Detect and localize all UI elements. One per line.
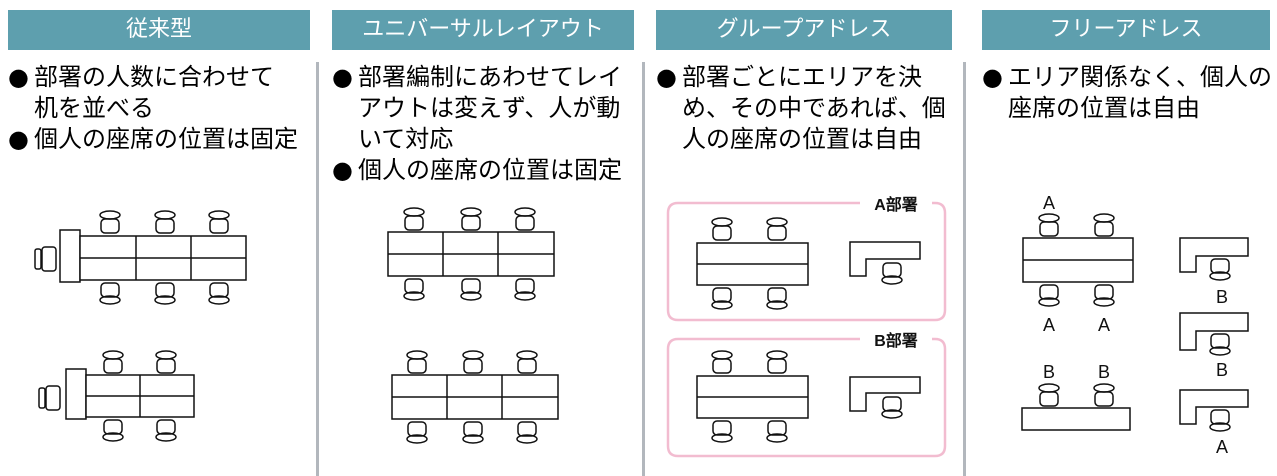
- bullet-item: 部署ごとにエリアを決め、その中であれば、個人の座席の位置は自由: [656, 62, 952, 155]
- chair-icon: [1209, 409, 1231, 432]
- header-free-address: フリーアドレス: [982, 10, 1270, 50]
- seat-label: B: [1098, 362, 1110, 382]
- chair-icon: [711, 350, 733, 374]
- chair-icon: [766, 420, 788, 443]
- header-traditional: 従来型: [8, 10, 310, 50]
- chair-icon: [711, 420, 733, 443]
- traditional-layout-1: [34, 210, 247, 305]
- chair-icon: [711, 217, 733, 241]
- chair-icon: [514, 278, 536, 301]
- header-group-address: グループアドレス: [656, 10, 952, 50]
- bullets-free-address: エリア関係なく、個人の座席の位置は自由: [982, 62, 1274, 124]
- seat-label: B: [1216, 287, 1228, 307]
- chair-icon: [406, 350, 428, 374]
- chair-icon: [881, 396, 903, 419]
- chair-icon: [99, 282, 121, 305]
- chair-icon: [208, 210, 230, 234]
- seat-label: A: [1216, 437, 1228, 457]
- bullets-universal-layout: 部署編制にあわせてレイアウトは変えず、人が動いて対応 個人の座席の位置は固定: [332, 62, 632, 186]
- chair-icon: [403, 207, 425, 231]
- chair-icon: [155, 350, 177, 374]
- group-label-b: B部署: [874, 331, 918, 350]
- chair-icon: [1209, 333, 1231, 356]
- header-universal-layout: ユニバーサルレイアウト: [332, 10, 634, 50]
- chair-icon: [1038, 383, 1060, 407]
- bullet-item: エリア関係なく、個人の座席の位置は自由: [982, 62, 1277, 124]
- group-area-b: B部署: [666, 331, 947, 458]
- group-area-a: A部署: [666, 195, 947, 322]
- chair-icon: [154, 210, 176, 234]
- chair-icon: [462, 350, 484, 374]
- bullets-group-address: 部署ごとにエリアを決め、その中であれば、個人の座席の位置は自由: [656, 62, 956, 155]
- chair-icon: [516, 421, 538, 444]
- bullet-item: 個人の座席の位置は固定: [8, 124, 308, 155]
- chair-icon: [766, 287, 788, 310]
- bullet-item: 個人の座席の位置は固定: [332, 155, 632, 186]
- free-address-layout: A B A A B B B A: [1021, 193, 1249, 457]
- chair-icon: [99, 210, 121, 234]
- chair-icon: [1209, 258, 1231, 281]
- seat-label: A: [1043, 315, 1055, 335]
- chair-icon: [1038, 213, 1060, 237]
- chair-icon: [208, 282, 230, 305]
- universal-layout-2: [391, 350, 559, 444]
- chair-icon: [154, 282, 176, 305]
- chair-icon: [514, 207, 536, 231]
- chair-icon: [1093, 213, 1115, 237]
- chair-icon: [1093, 383, 1115, 407]
- traditional-layout-2: [38, 350, 195, 442]
- bullet-item: 部署の人数に合わせて机を並べる: [8, 62, 284, 124]
- column-divider: [642, 62, 645, 476]
- universal-layout-1: [387, 207, 555, 301]
- chair-icon: [766, 217, 788, 241]
- chair-icon: [462, 421, 484, 444]
- group-label-a: A部署: [874, 195, 918, 214]
- chair-icon: [516, 350, 538, 374]
- bullet-item: 部署編制にあわせてレイアウトは変えず、人が動いて対応: [332, 62, 628, 155]
- chair-icon: [881, 262, 903, 285]
- chair-icon: [1038, 284, 1060, 307]
- seat-label: A: [1043, 193, 1055, 213]
- bullets-traditional: 部署の人数に合わせて机を並べる 個人の座席の位置は固定: [8, 62, 308, 155]
- seat-label: B: [1043, 362, 1055, 382]
- seat-label: A: [1098, 315, 1110, 335]
- chair-icon: [1093, 284, 1115, 307]
- chair-icon: [766, 350, 788, 374]
- seat-label: B: [1216, 360, 1228, 380]
- chair-icon: [102, 419, 124, 442]
- chair-icon: [460, 278, 482, 301]
- chair-icon: [460, 207, 482, 231]
- chair-icon: [403, 278, 425, 301]
- column-divider: [316, 62, 319, 476]
- chair-icon: [406, 421, 428, 444]
- chair-icon: [155, 419, 177, 442]
- chair-icon: [711, 287, 733, 310]
- column-divider: [963, 62, 966, 476]
- chair-icon: [102, 350, 124, 374]
